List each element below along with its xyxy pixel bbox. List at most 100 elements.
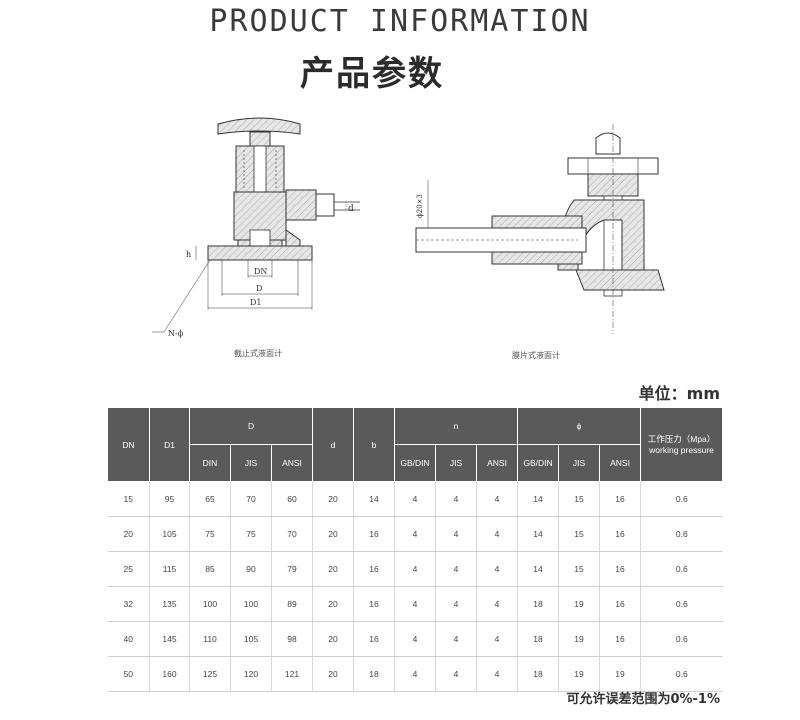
table-cell: 19 (558, 656, 601, 692)
table-cell: 19 (599, 656, 642, 692)
table-cell: 4 (394, 551, 437, 587)
table-cell: 4 (394, 481, 437, 517)
table-cell: 16 (353, 516, 396, 552)
table-cell: 0.6 (640, 621, 723, 657)
table-cell: 4 (394, 621, 437, 657)
dim-d1-label: D1 (250, 298, 262, 307)
tolerance-note: 可允许误差范围为0%-1% (566, 692, 720, 707)
globe-valve-drawing: d DN D D1 h N-ϕ (152, 117, 360, 338)
table-cell: 25 (107, 551, 150, 587)
table-cell: 18 (517, 586, 560, 622)
table-cell: 100 (189, 586, 231, 622)
table-cell: 15 (558, 551, 601, 587)
table-cell: 0.6 (640, 656, 723, 692)
table-cell: 0.6 (640, 586, 723, 622)
table-cell: 16 (599, 516, 642, 552)
table-cell: 14 (353, 481, 396, 517)
header-dn: DN (107, 407, 150, 482)
table-cell: 20 (312, 656, 355, 692)
table-cell: 4 (435, 656, 478, 692)
table-subheader-row: DIN JIS ANSI GB/DIN JIS ANSI GB/DIN JIS … (108, 444, 723, 482)
table-cell: 125 (189, 656, 231, 692)
table-cell: 4 (476, 621, 519, 657)
table-cell: 4 (394, 656, 437, 692)
table-cell: 20 (312, 551, 355, 587)
subheader-cell: ANSI (476, 444, 519, 482)
table-cell: 16 (353, 551, 396, 587)
table-cell: 4 (435, 621, 478, 657)
table-cell: 98 (271, 621, 314, 657)
table-cell: 0.6 (640, 481, 723, 517)
table-cell: 20 (312, 586, 355, 622)
table-cell: 20 (312, 621, 355, 657)
table-cell: 65 (189, 481, 231, 517)
table-cell: 16 (599, 481, 642, 517)
table-cell: 20 (107, 516, 150, 552)
table-cell: 121 (271, 656, 314, 692)
table-cell: 60 (271, 481, 314, 517)
table-cell: 70 (271, 516, 314, 552)
table-cell: 16 (599, 621, 642, 657)
table-cell: 4 (435, 586, 478, 622)
header-d: d (312, 407, 355, 482)
dim-phi-label: ϕ20×3 (416, 194, 424, 218)
right-drawing-caption: 膜片式液面计 (512, 351, 560, 360)
table-cell: 19 (558, 621, 601, 657)
table-cell: 4 (394, 586, 437, 622)
table-cell: 16 (599, 551, 642, 587)
table-cell: 15 (558, 516, 601, 552)
table-cell: 20 (312, 481, 355, 517)
subheader-cell: ANSI (599, 444, 642, 482)
table-cell: 70 (230, 481, 272, 517)
table-cell: 4 (435, 481, 478, 517)
table-cell: 0.6 (640, 551, 723, 587)
dim-n-phi-label: N-ϕ (168, 329, 184, 338)
table-cell: 16 (599, 586, 642, 622)
table-cell: 4 (435, 551, 478, 587)
table-cell: 0.6 (640, 516, 723, 552)
dim-d-outer-label: D (256, 284, 262, 293)
header-n: n (394, 407, 519, 445)
table-cell: 19 (558, 586, 601, 622)
table-cell: 4 (476, 586, 519, 622)
table-cell: 105 (230, 621, 272, 657)
subheader-cell: DIN (189, 444, 231, 482)
table-cell: 15 (558, 481, 601, 517)
table-cell: 40 (107, 621, 150, 657)
table-cell: 105 (149, 516, 190, 552)
dim-d-label: d (348, 204, 354, 214)
table-cell: 15 (107, 481, 150, 517)
unit-label: 单位：mm (638, 384, 720, 403)
subheader-cell: JIS (558, 444, 601, 482)
table-cell: 85 (189, 551, 231, 587)
table-cell: 18 (353, 656, 396, 692)
diaphragm-valve-drawing: ϕ20×3 (415, 124, 665, 334)
table-cell: 115 (149, 551, 190, 587)
table-cell: 95 (149, 481, 190, 517)
table-cell: 20 (312, 516, 355, 552)
table-cell: 110 (189, 621, 231, 657)
subheader-cell: GB/DIN (394, 444, 437, 482)
table-cell: 50 (107, 656, 150, 692)
table-cell: 120 (230, 656, 272, 692)
table-cell: 16 (353, 621, 396, 657)
dim-dn-label: DN (254, 267, 267, 276)
subheader-cell: JIS (435, 444, 478, 482)
table-cell: 14 (517, 481, 560, 517)
spec-table: DN D1 D d b n ϕ 工作压力（Mpa） working pressu… (107, 407, 724, 692)
subheader-cell: JIS (230, 444, 272, 482)
table-cell: 160 (149, 656, 190, 692)
page-title-chinese: 产品参数 (300, 54, 444, 94)
table-cell: 32 (107, 586, 150, 622)
table-cell: 16 (353, 586, 396, 622)
table-cell: 100 (230, 586, 272, 622)
table-cell: 75 (189, 516, 231, 552)
table-cell: 14 (517, 516, 560, 552)
table-cell: 79 (271, 551, 314, 587)
